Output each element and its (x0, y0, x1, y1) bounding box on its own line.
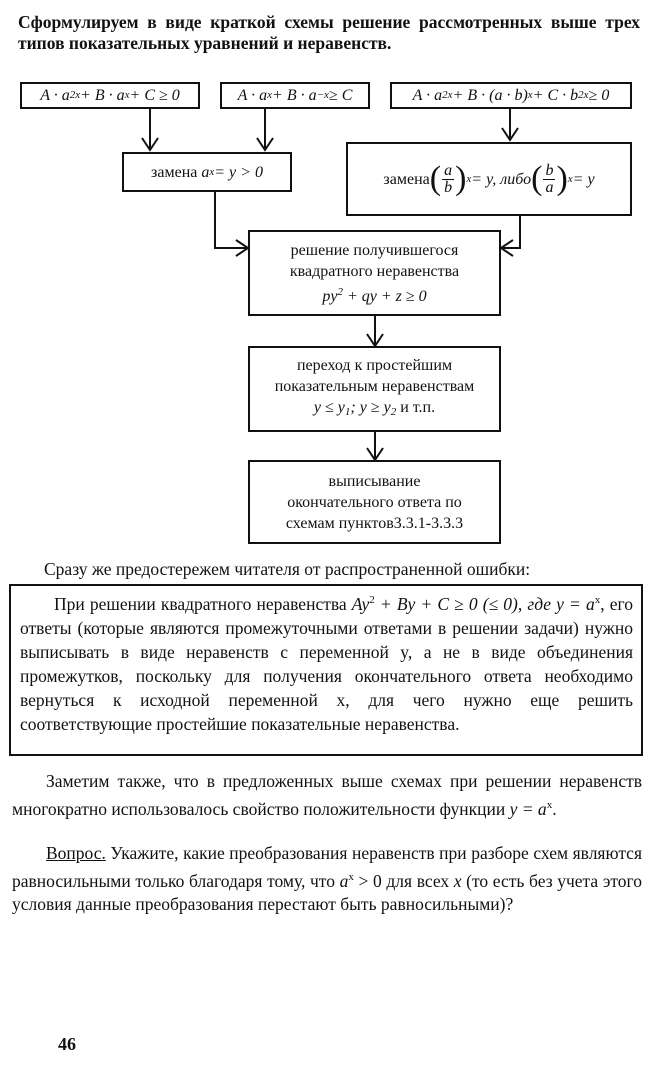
simple-inequalities-box: переход к простейшим показательным нерав… (248, 346, 501, 432)
question-paragraph: Вопрос. Укажите, какие преобразования не… (12, 843, 642, 914)
intro-text: Сформулируем в виде краткой схемы решени… (18, 12, 640, 53)
note-paragraph: Заметим также, что в предложенных выше с… (12, 771, 642, 819)
warning-box: При решении квадратного неравенства Ay2 … (9, 584, 643, 756)
page-number: 46 (58, 1034, 76, 1054)
warning-intro: Сразу же предостережем читателя от распр… (44, 559, 531, 579)
quadratic-solution-box: решение получившегося квадратного нераве… (248, 230, 501, 316)
warning-text: При решении квадратного неравенства Ay2 … (20, 593, 633, 734)
final-answer-box: выписывание окончательного ответа по схе… (248, 460, 501, 544)
question-label: Вопрос. (46, 843, 106, 863)
